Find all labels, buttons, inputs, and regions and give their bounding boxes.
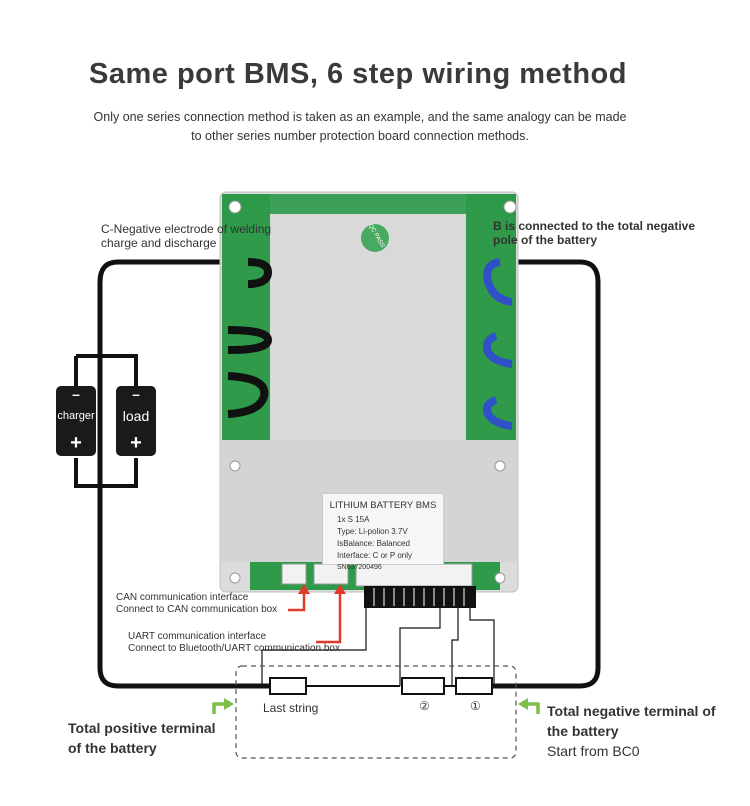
balance-plug-pins	[373, 588, 465, 606]
green-arrow-right	[526, 702, 540, 714]
blue-cable	[483, 258, 513, 306]
black-cable	[227, 326, 273, 354]
charger-battery: – charger +	[56, 386, 96, 456]
screw-hole	[503, 200, 517, 214]
screw-hole	[494, 572, 506, 584]
blue-cable	[483, 396, 513, 430]
green-arrow-left-head	[224, 698, 234, 710]
black-cable	[227, 372, 269, 418]
cell-2-label: ②	[419, 699, 430, 713]
black-cable	[247, 258, 273, 288]
total-positive-label: Total positive terminal of the battery	[68, 718, 216, 758]
red-arrow-uart-head	[334, 584, 346, 594]
bms-label-row: SN637200496	[337, 564, 382, 571]
main-wire-loop	[97, 259, 270, 689]
c-negative-label-line-2: charge and discharge	[101, 236, 217, 250]
screw-hole	[228, 200, 242, 214]
b-negative-label-line-1: B is connected to the total negative	[493, 219, 696, 233]
red-arrow-can	[288, 588, 306, 612]
bms-label-row: Interface: C or P only	[337, 551, 412, 560]
cell-1	[455, 677, 493, 695]
red-arrow-can-head	[298, 584, 310, 594]
screw-hole	[229, 460, 241, 472]
total-negative-line-2: the battery	[547, 723, 619, 739]
b-negative-label-line-2: pole of the battery	[493, 233, 598, 247]
page-title: Same port BMS, 6 step wiring method	[89, 58, 627, 90]
load-battery: – load +	[116, 386, 156, 456]
plus-icon: +	[70, 432, 82, 454]
subtitle-line-1: Only one series connection method is tak…	[93, 110, 627, 124]
heatsink-cover	[270, 214, 466, 440]
total-negative-line-3: Start from BC0	[547, 743, 640, 759]
b-negative-label: B is connected to the total negative pol…	[493, 219, 695, 247]
balance-wire	[469, 608, 495, 686]
cell-1-label: ①	[470, 699, 481, 713]
green-arrow-right-head	[518, 698, 528, 710]
bms-label-row: 1x S 15A	[337, 515, 370, 524]
qc-stamp	[361, 224, 389, 252]
load-label: load	[122, 408, 150, 424]
bms-label-row: Type: Li-polion 3.7V	[337, 527, 408, 536]
subtitle-line-2: to other series number protection board …	[191, 129, 529, 143]
can-label: CAN communication interface Connect to C…	[116, 592, 277, 616]
can-label-line-1: CAN communication interface	[116, 592, 249, 603]
cell-last-string	[269, 677, 307, 695]
green-arrow-left	[212, 702, 226, 714]
pcb-strip-top	[222, 194, 516, 216]
subtitle: Only one series connection method is tak…	[60, 108, 660, 146]
connector-can	[281, 563, 307, 585]
bms-label-title: LITHIUM BATTERY BMS	[329, 500, 437, 511]
can-label-line-2: Connect to CAN communication box	[116, 604, 278, 615]
charger-label: charger	[57, 410, 95, 422]
plus-icon: +	[130, 432, 142, 454]
screw-hole	[229, 572, 241, 584]
balance-wire	[399, 608, 441, 686]
bms-label-card: LITHIUM BATTERY BMS 1x S 15A Type: Li-po…	[322, 493, 444, 571]
uart-label-line-1: UART communication interface	[128, 631, 267, 642]
total-negative-line-1: Total negative terminal of	[547, 703, 716, 719]
c-negative-label-line-1: C-Negative electrode of welding	[101, 222, 272, 236]
battery-branch	[74, 354, 138, 488]
balance-wire	[261, 608, 367, 686]
balance-plug	[364, 586, 476, 608]
c-negative-label: C-Negative electrode of welding charge a…	[101, 222, 271, 250]
bms-label-row: IsBalance: Balanced	[337, 539, 410, 548]
blue-cable	[483, 332, 513, 368]
minus-icon: –	[132, 386, 140, 402]
balance-wire	[451, 608, 459, 686]
total-negative-label: Total negative terminal of the battery S…	[547, 701, 716, 761]
right-wire	[490, 259, 601, 689]
uart-label-line-2: Connect to Bluetooth/UART communication …	[128, 643, 340, 654]
uart-label: UART communication interface Connect to …	[128, 631, 340, 655]
minus-icon: –	[72, 386, 80, 402]
red-arrow-uart	[316, 588, 342, 644]
cells-dashed-box	[235, 665, 517, 759]
cell-last-string-label: Last string	[263, 701, 319, 715]
cell-2	[401, 677, 445, 695]
total-positive-line-1: Total positive terminal	[68, 720, 216, 736]
screw-hole	[494, 460, 506, 472]
total-positive-line-2: of the battery	[68, 740, 157, 756]
